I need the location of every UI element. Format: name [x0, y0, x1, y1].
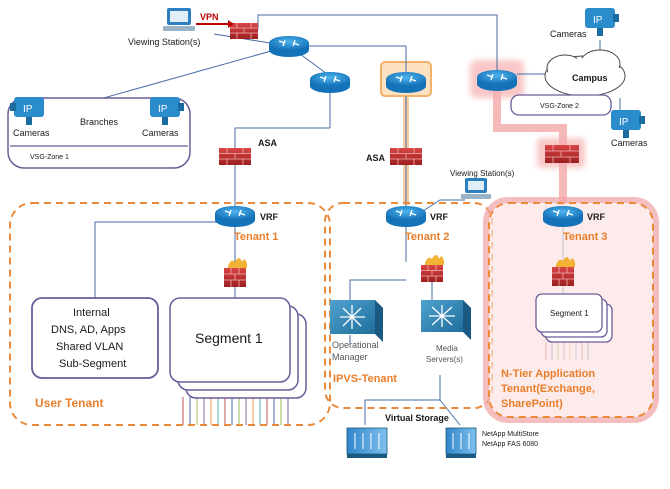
netapp-fas-label: NetApp FAS 6080	[482, 441, 538, 448]
branches-box	[7, 97, 191, 169]
segment-wires	[182, 397, 289, 425]
vpn-arrow	[196, 20, 234, 28]
vsg-zone-1-label: VSG-Zone 1	[30, 154, 69, 161]
operational-manager-line-1: Operational	[332, 340, 379, 350]
firewall-tenant-2	[421, 255, 444, 282]
router-vrf-3	[543, 206, 583, 227]
ip-badge-left-1: IP	[23, 104, 33, 115]
viewing-station-top-label: Viewing Station(s)	[128, 37, 200, 47]
segment-1-small-label: Segment 1	[550, 309, 589, 318]
router-mid	[386, 72, 426, 93]
tenant-2-label: Tenant 2	[405, 231, 449, 243]
ipvs-tenant-label: IPVS-Tenant	[333, 373, 397, 385]
vrf-1-label: VRF	[260, 212, 279, 222]
router-vrf-2	[386, 206, 426, 227]
cameras-right-label: Cameras	[611, 138, 648, 148]
asa-left-label: ASA	[258, 138, 278, 148]
ip-badge-right: IP	[619, 117, 629, 128]
internal-line-2: DNS, AD, Apps	[51, 324, 126, 336]
vrf-2-label: VRF	[430, 212, 449, 222]
ntier-line-1: N-Tier Application	[501, 368, 595, 380]
media-servers-line-1: Media	[436, 344, 458, 353]
ntier-tenant-box	[488, 202, 654, 418]
internal-line-3: Shared VLAN	[56, 341, 123, 353]
segment-1-small-box	[535, 293, 603, 333]
tenant-3-label: Tenant 3	[563, 231, 607, 243]
asa-mid-label: ASA	[366, 153, 386, 163]
viewing-station-top-icon	[163, 8, 195, 31]
internal-line-4: Sub-Segment	[59, 358, 126, 370]
firewall-tenant-3	[552, 257, 575, 286]
campus-cloud	[544, 49, 626, 97]
internal-line-1: Internal	[73, 307, 110, 319]
segment-1-large-box	[169, 297, 291, 383]
virtual-storage-label: Virtual Storage	[385, 413, 449, 423]
cameras-top-right-label: Cameras	[550, 29, 587, 39]
camera-top-right-icon	[585, 8, 619, 36]
vsg-zone-2-label: VSG-Zone 2	[540, 103, 579, 110]
vrf-3-label: VRF	[587, 212, 606, 222]
firewall-vpn	[230, 23, 258, 39]
segment-1-large-label: Segment 1	[195, 330, 263, 346]
router-left	[310, 72, 350, 93]
storage-left-icon	[346, 427, 388, 458]
campus-label: Campus	[572, 73, 608, 83]
branches-label: Branches	[80, 117, 119, 127]
tenant-1-label: Tenant 1	[234, 231, 278, 243]
operational-manager-icon	[330, 300, 383, 342]
ip-badge-top-right: IP	[593, 15, 603, 26]
media-servers-line-2: Servers(s)	[426, 355, 463, 364]
camera-right-icon	[611, 110, 645, 138]
router-vrf-1	[215, 206, 255, 227]
user-tenant-label: User Tenant	[35, 396, 103, 410]
cameras-left-2-label: Cameras	[142, 128, 179, 138]
camera-left-2-icon	[150, 97, 184, 125]
viewing-station-mid-icon	[461, 178, 491, 199]
firewall-campus	[545, 145, 579, 163]
internal-box	[31, 297, 159, 379]
viewing-station-mid-label: Viewing Station(s)	[450, 169, 515, 178]
vpn-label: VPN	[200, 12, 219, 22]
firewall-asa-left	[219, 148, 251, 165]
cameras-left-1-label: Cameras	[13, 128, 50, 138]
storage-right-icon	[445, 427, 477, 458]
router-core	[269, 36, 309, 57]
media-servers-icon	[421, 300, 471, 340]
vsg-zone-2-box	[510, 94, 612, 116]
ip-badge-left-2: IP	[158, 104, 168, 115]
ntier-line-3: SharePoint)	[501, 398, 563, 410]
firewall-asa-mid	[390, 148, 422, 165]
netapp-multistore-label: NetApp MultiStore	[482, 431, 539, 438]
camera-left-1-icon	[10, 97, 44, 125]
ntier-line-2: Tenant(Exchange,	[501, 383, 595, 395]
operational-manager-line-2: Manager	[332, 352, 368, 362]
firewall-tenant-1	[224, 258, 247, 287]
router-campus	[477, 70, 517, 91]
